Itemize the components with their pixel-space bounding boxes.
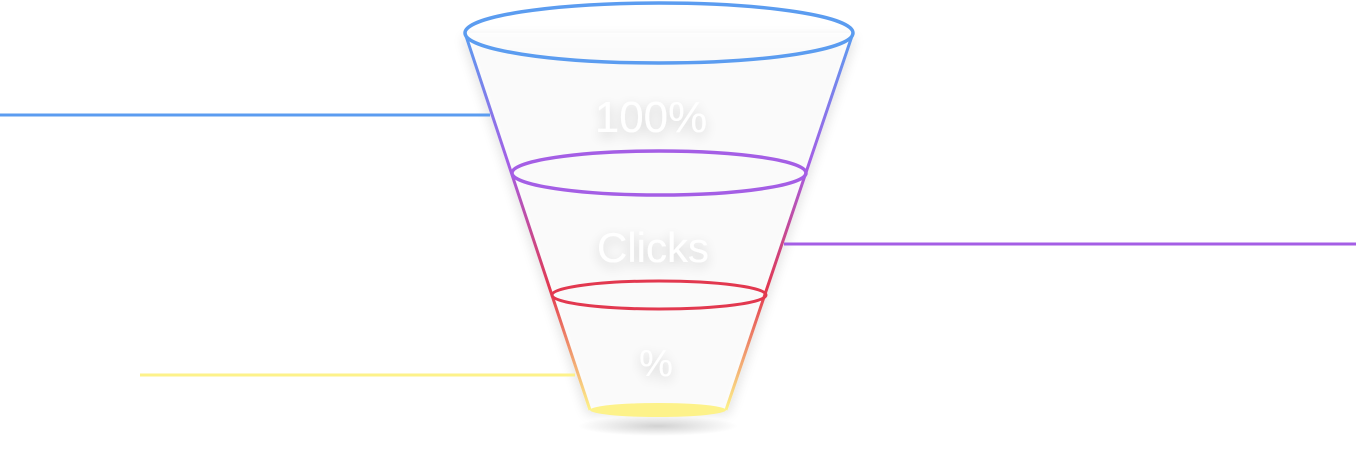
- stage-label-2: Clicks: [597, 224, 709, 271]
- stage-rim-middle: [510, 149, 808, 197]
- stage-rim-top: [463, 1, 855, 65]
- stage-label-1: 100%: [595, 93, 708, 142]
- stage-rim-lower: [550, 279, 768, 311]
- funnel-base-shadow: [578, 416, 738, 436]
- stage-label-3: %: [639, 343, 673, 385]
- funnel-bottom-cap: [590, 403, 726, 417]
- funnel-body: [463, 32, 855, 411]
